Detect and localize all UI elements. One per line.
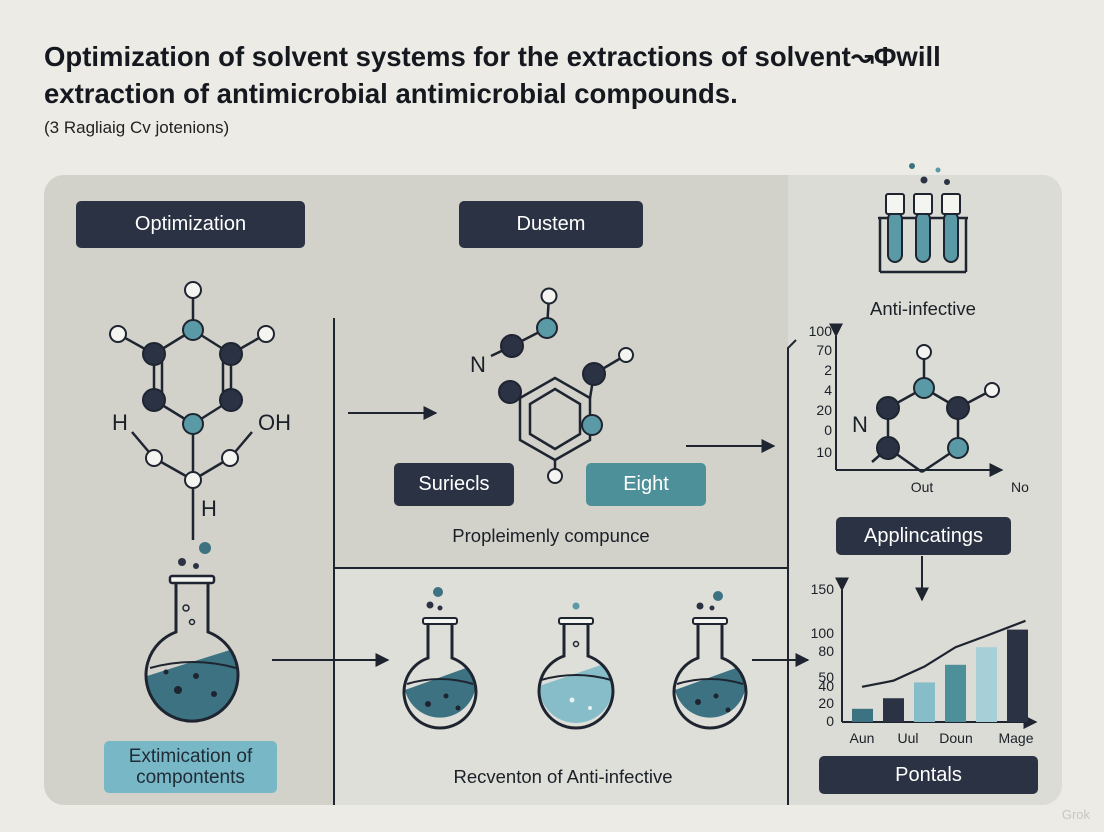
chart-top-x-label-1: No	[1011, 479, 1029, 495]
chart-bottom-x-label-0: Aun	[849, 730, 875, 746]
dustem-header: Dustem	[459, 201, 643, 248]
extimication-box: Extimication of compontents	[104, 741, 277, 793]
chart-bottom-y-tick-2: 40	[818, 677, 834, 694]
eight-button[interactable]: Eight	[586, 463, 706, 506]
atom-label-n-middle: N	[470, 352, 486, 377]
chart-bottom-y-tick-4: 80	[818, 642, 834, 659]
chart-bottom-x-label-2: Doun	[939, 730, 973, 746]
chart-top-y-tick-2: 2	[824, 362, 832, 378]
molecule-left-atoms	[109, 281, 275, 489]
chart-top-y-tick-5: 0	[824, 422, 832, 438]
recventon-caption: Recventon of Anti-infective	[453, 766, 673, 787]
atom-label-oh: OH	[258, 410, 291, 435]
chart-bar-0	[852, 708, 873, 722]
chart-top-y-tick-3: 4	[824, 382, 832, 398]
atom-label-n-right: N	[852, 412, 868, 437]
atom-label-h-left: H	[112, 410, 128, 435]
chart-bottom-x-label-1: Uul	[897, 730, 919, 746]
flask-middle-1	[402, 587, 478, 730]
atom-label-h-bottom: H	[201, 496, 217, 521]
chart-bar-3	[945, 664, 966, 722]
molecule-right-atoms	[876, 344, 1000, 460]
optimization-header: Optimization	[76, 201, 305, 248]
test-tubes	[878, 163, 968, 274]
molecule-middle-atoms	[498, 287, 634, 484]
chart-bottom-y-tick-1: 20	[818, 695, 834, 712]
chart-trend-line	[861, 619, 1026, 688]
applincatings-button[interactable]: Applincatings	[836, 517, 1011, 555]
chart-bottom-axes	[835, 577, 1038, 729]
pontals-button[interactable]: Pontals	[819, 756, 1038, 794]
flask-middle-3	[672, 591, 748, 730]
flask-left	[144, 542, 240, 723]
page-title: Optimization of solvent systems for the …	[44, 41, 941, 109]
chart-bar-2	[914, 682, 935, 722]
chart-bar-4	[976, 647, 997, 722]
chart-bottom-x-label-3: Mage	[998, 730, 1034, 746]
chart-top-y-tick-0: 100	[808, 323, 832, 339]
chart-bottom-y-tick-0: 0	[826, 713, 834, 729]
flask-middle-2	[537, 602, 615, 730]
chart-bar-1	[883, 698, 904, 722]
chart-bar-5	[1007, 629, 1028, 722]
chart-top-y-tick-4: 20	[816, 402, 832, 418]
propleimenly-caption: Propleimenly compunce	[452, 525, 650, 546]
chart-bottom-y-tick-6: 150	[810, 581, 834, 597]
suriecls-button[interactable]: Suriecls	[394, 463, 514, 506]
divider-vertical-right	[787, 339, 797, 805]
chart-top-y-tick-1: 70	[816, 342, 832, 358]
page-subtitle: (3 Ragliaig Cv jotenions)	[44, 118, 230, 137]
watermark: Grok	[1061, 807, 1090, 822]
chart-bottom-y-tick-5: 100	[810, 625, 834, 641]
anti-infective-caption: Anti-infective	[870, 298, 976, 319]
chart-top-x-label-0: Out	[910, 479, 934, 495]
chart-bars	[852, 629, 1028, 722]
chart-bottom-y-tick-3: 50	[818, 669, 834, 685]
chart-top-y-tick-6: 10	[816, 444, 832, 460]
